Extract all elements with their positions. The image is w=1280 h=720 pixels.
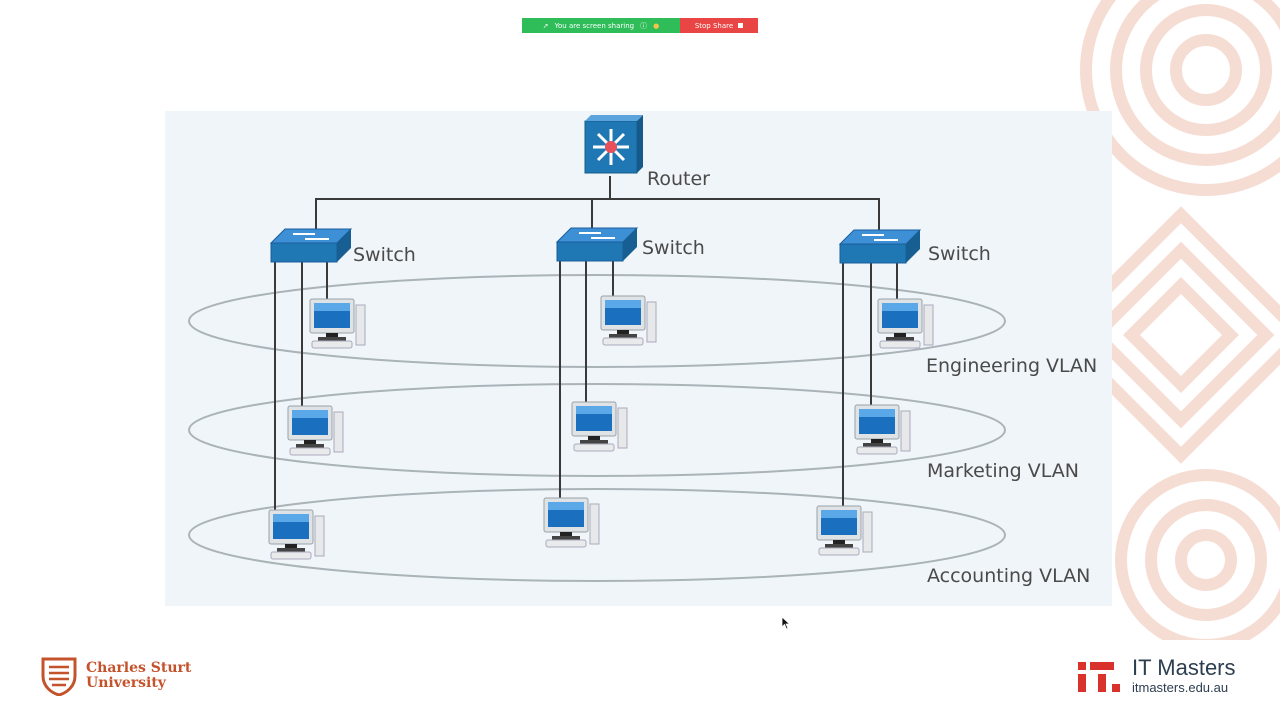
it-masters-logo: IT Masters itmasters.edu.au (1078, 656, 1236, 695)
switch-1-icon (270, 228, 352, 263)
switch-2-label: Switch (642, 237, 705, 259)
vlan-network-diagram: Router Switch Switch Switch Engineering … (188, 115, 1097, 587)
csu-logo: Charles Sturt University (40, 656, 191, 696)
share-status-text: You are screen sharing (554, 21, 635, 30)
accounting-vlan-label: Accounting VLAN (927, 565, 1090, 587)
screen-share-bar: ➚ You are screen sharing ⓘ ● Stop Share (522, 18, 758, 33)
router-icon (584, 115, 643, 174)
engineering-vlan-label: Engineering VLAN (926, 355, 1097, 377)
marketing-pc-2 (571, 401, 628, 452)
engineering-pc-2 (600, 295, 657, 346)
accounting-vlan-ellipse (188, 488, 1006, 582)
info-icon[interactable]: ⓘ (640, 21, 648, 30)
engineering-pc-3 (877, 298, 934, 349)
accounting-pc-3 (816, 505, 873, 556)
access-links (274, 261, 898, 511)
stop-share-button[interactable]: Stop Share (680, 18, 758, 33)
accounting-pc-2 (543, 497, 600, 548)
router-label: Router (647, 168, 710, 190)
csu-crest-icon (41, 657, 77, 696)
marketing-vlan-ellipse (188, 383, 1006, 477)
pin-icon: ➚ (542, 21, 549, 30)
marketing-pc-3 (854, 404, 911, 455)
mouse-cursor-icon (781, 616, 791, 630)
shield-icon: ● (653, 21, 660, 30)
switch-3-label: Switch (928, 243, 991, 265)
it-masters-url: itmasters.edu.au (1132, 680, 1229, 695)
marketing-vlan-label: Marketing VLAN (927, 460, 1079, 482)
csu-name-line2: University (86, 675, 166, 691)
switch-1-label: Switch (353, 244, 416, 266)
it-masters-name: IT Masters (1132, 655, 1236, 680)
engineering-pc-1 (309, 298, 366, 349)
vlan-diagram-slide: Router Switch Switch Switch Engineering … (165, 111, 1112, 606)
share-status: ➚ You are screen sharing ⓘ ● (522, 18, 680, 33)
stop-icon (738, 23, 744, 28)
stop-share-label: Stop Share (694, 21, 734, 30)
engineering-vlan-ellipse (188, 274, 1006, 368)
accounting-pc-1 (268, 509, 325, 560)
decorative-background-pattern (1056, 0, 1280, 640)
switch-3-icon (839, 229, 921, 264)
trunk-links (315, 176, 880, 231)
switch-2-icon (556, 227, 638, 262)
csu-name-line1: Charles Sturt (86, 660, 192, 676)
it-masters-emblem-icon (1078, 661, 1120, 692)
marketing-pc-1 (287, 405, 344, 456)
